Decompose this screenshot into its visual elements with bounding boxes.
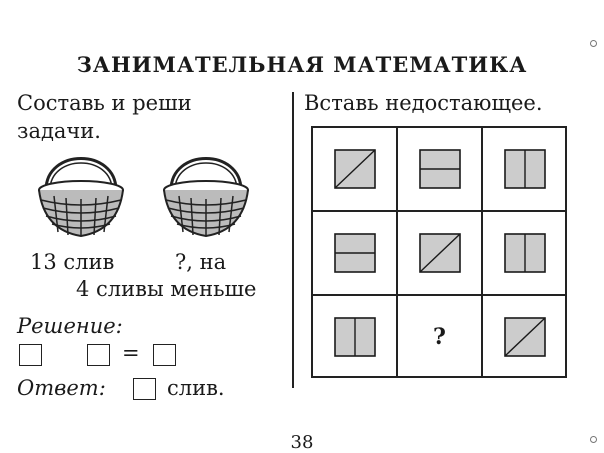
grid-task-text: Вставь недостающее.: [304, 91, 543, 115]
basket-icon: [163, 157, 249, 238]
grid-cell: [398, 212, 481, 294]
grid-cell: [483, 212, 566, 294]
answer-unit: слив.: [167, 376, 225, 400]
basket2-label-line2: 4 сливы меньше: [76, 277, 257, 301]
vertical-split-square-icon: [333, 317, 376, 357]
grid-cell: [313, 296, 396, 378]
grid-cell: [483, 296, 566, 378]
corner-mark-top: [590, 40, 597, 47]
diagonal-split-square-icon: [503, 317, 546, 357]
pattern-grid: ?: [311, 126, 567, 378]
grid-line: [396, 128, 398, 376]
answer-label: Ответ:: [17, 376, 106, 400]
horizontal-split-square-icon: [333, 233, 376, 273]
basket-icon: [38, 157, 124, 238]
missing-question-mark: ?: [433, 324, 446, 350]
task-text-line2: задачи.: [17, 119, 101, 143]
basket2-label: ?, на: [175, 250, 227, 274]
column-divider: [292, 92, 294, 388]
equals-sign: =: [122, 341, 140, 365]
grid-cell: [398, 128, 481, 210]
horizontal-split-square-icon: [418, 149, 461, 189]
grid-cell: [483, 128, 566, 210]
solution-box-2[interactable]: [87, 344, 110, 366]
vertical-split-square-icon: [503, 233, 546, 273]
grid-cell: [313, 212, 396, 294]
grid-line: [313, 294, 565, 296]
solution-box-1[interactable]: [19, 344, 42, 366]
solution-box-result[interactable]: [153, 344, 176, 366]
solution-label: Решение:: [17, 314, 123, 338]
page-title: ЗАНИМАТЕЛЬНАЯ МАТЕМАТИКА: [76, 52, 528, 77]
answer-box[interactable]: [133, 378, 156, 400]
vertical-split-square-icon: [503, 149, 546, 189]
corner-mark-bottom: [590, 436, 597, 443]
grid-cell[interactable]: ?: [398, 296, 481, 378]
diagonal-split-square-icon: [418, 233, 461, 273]
task-text-line1: Составь и реши: [17, 91, 192, 115]
page-number: 38: [290, 432, 314, 453]
diagonal-split-square-icon: [333, 149, 376, 189]
grid-line: [313, 210, 565, 212]
grid-cell: [313, 128, 396, 210]
basket1-label: 13 слив: [30, 250, 115, 274]
grid-line: [481, 128, 483, 376]
